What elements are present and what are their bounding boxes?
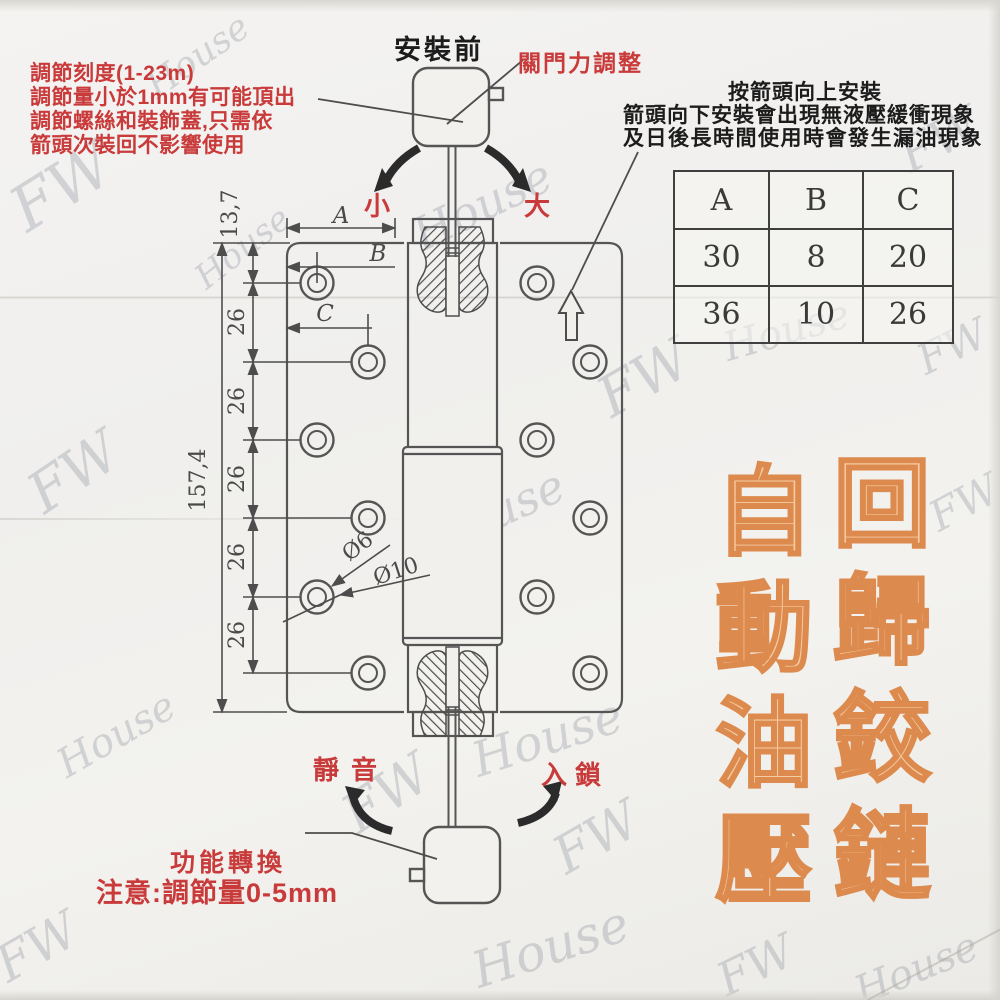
top-adjustment-knob	[411, 66, 491, 148]
arrow-lock-direction	[517, 781, 562, 827]
page-title: 安裝前	[394, 35, 484, 65]
dim-spacing: 26	[225, 621, 250, 649]
product-name-column-left: 自 動 油 壓	[706, 455, 822, 917]
install-direction-up-arrow	[557, 288, 585, 341]
dim-spacing: 26	[225, 308, 250, 336]
table-cell: 26	[862, 285, 954, 344]
product-name-char: 動	[714, 571, 814, 685]
top-knob-nub	[487, 86, 505, 102]
adjustment-note-line: 箭頭次裝回不影響使用	[30, 134, 245, 157]
leader-function-switch	[305, 832, 438, 860]
hinge-leaves	[285, 217, 624, 738]
adjustment-knobs	[408, 66, 505, 905]
install-note-line2: 箭頭向下安裝會出現無液壓緩衝現象	[623, 104, 975, 127]
barrel-mid-sleeve	[401, 445, 504, 647]
install-note-line1: 按箭頭向上安裝	[728, 81, 882, 104]
barrel-top-cap	[411, 217, 495, 245]
bottom-knob-nub	[408, 867, 426, 883]
hydraulic-section-bottom	[416, 646, 489, 737]
adjustment-note: 調節刻度(1-23m) 調節量小於1mm有可能頂出 調節螺絲和裝飾蓋,只需依 箭…	[30, 62, 296, 158]
right-leaf-outline	[500, 241, 624, 714]
right-leaf-holes	[519, 265, 608, 691]
dim-spacing: 26	[225, 387, 250, 415]
dim-spacing: 26	[225, 543, 250, 571]
silent-mode-label: 靜音	[313, 755, 390, 785]
arrow-small-direction	[374, 144, 422, 192]
bottom-function-knob	[422, 825, 502, 905]
function-switch-label: 功能轉換	[170, 849, 287, 877]
arrow-big-direction	[483, 144, 531, 192]
leader-install-direction	[571, 151, 639, 291]
product-name-char: 油	[714, 687, 814, 801]
product-name-char: 鏈	[832, 798, 932, 912]
left-leaf-outline	[285, 241, 404, 714]
dimension-lines	[213, 218, 431, 714]
leader-adjust-note	[317, 98, 464, 123]
lock-mode-label: 入鎖	[541, 760, 610, 790]
screw-holes	[299, 265, 608, 691]
leader-lines	[305, 59, 639, 860]
dim-label-c: C	[316, 301, 334, 327]
barrel-bottom-cap	[411, 710, 495, 738]
rotation-arrows	[345, 144, 562, 835]
dim-spacing: 26	[225, 465, 250, 493]
product-name-char: 鉸	[832, 681, 932, 795]
product-name-column-right: 回 歸 鉸 鏈	[824, 447, 940, 912]
product-name-char: 自	[714, 455, 814, 569]
product-name-char: 回	[832, 447, 932, 561]
dimension-labels: A B C	[316, 203, 386, 327]
hydraulic-section-top	[416, 226, 489, 317]
adjustment-note-line: 調節刻度(1-23m)	[30, 62, 195, 85]
adjustment-note-line: 調節螺絲和裝飾蓋,只需依	[30, 110, 273, 133]
closing-force-label: 關門力調整	[518, 50, 643, 76]
dimension-values: 13,7 157,4 26 26 26 26 26 Ø6 Ø10	[186, 190, 422, 649]
table-cell: 8	[768, 228, 864, 287]
product-name-char: 歸	[832, 564, 932, 678]
table-cell: 36	[673, 285, 770, 344]
table-row: 30 8 20	[673, 228, 954, 287]
small-force-label: 小	[364, 191, 391, 221]
table-cell: 30	[673, 228, 770, 287]
product-name-char: 壓	[714, 803, 814, 917]
table-header-c: C	[862, 170, 954, 230]
arrow-silent-direction	[345, 786, 394, 835]
table-header-a: A	[673, 170, 770, 230]
table-cell: 20	[862, 228, 954, 287]
install-note-line3: 及日後長時間使用時會發生漏油現象	[623, 127, 983, 150]
size-spec-table: A B C 30 8 20 36 10 26	[673, 170, 954, 344]
big-force-label: 大	[524, 191, 551, 221]
table-row: 36 10 26	[673, 285, 954, 344]
table-header-row: A B C	[673, 170, 954, 230]
dim-total-height: 157,4	[186, 449, 211, 512]
dim-label-b: B	[369, 241, 387, 267]
leader-closing-force	[446, 59, 524, 125]
table-cell: 10	[768, 285, 864, 344]
table-header-b: B	[768, 170, 864, 230]
caution-label: 注意:調節量0-5mm	[96, 878, 339, 908]
adjustment-note-line: 調節量小於1mm有可能頂出	[30, 86, 296, 109]
dim-label-a: A	[331, 203, 350, 229]
left-leaf-holes	[299, 265, 386, 691]
dim-top-offset: 13,7	[218, 190, 243, 239]
